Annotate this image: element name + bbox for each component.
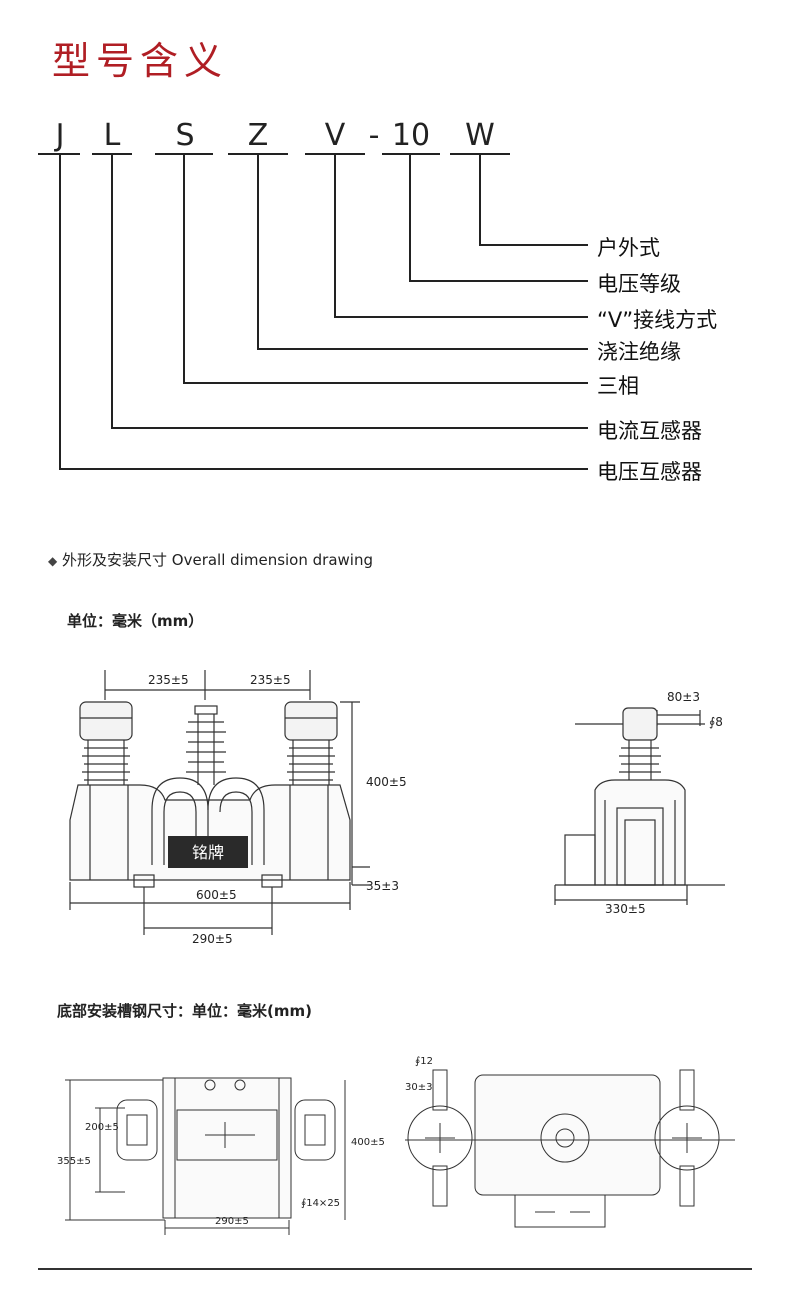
nameplate-label: 铭牌 <box>192 843 224 862</box>
dim-290-base: 290±5 <box>215 1216 249 1227</box>
code-char-10: 10 <box>391 118 431 153</box>
code-char-s: S <box>175 118 195 153</box>
base-mounting-title: 底部安装槽钢尺寸：单位：毫米(mm) <box>57 1002 312 1020</box>
overall-dimension-heading: ◆ 外形及安装尺寸 Overall dimension drawing <box>48 549 373 570</box>
model-code-leader-lines <box>38 153 588 470</box>
code-char-w: W <box>465 118 495 153</box>
dim-400-base: 400±5 <box>351 1137 385 1148</box>
meaning-current-transformer: 电流互感器 <box>597 419 702 443</box>
page-title: 型号含义 <box>52 39 229 83</box>
dim-phi-12: ∮12 <box>415 1056 433 1067</box>
meaning-cast-insulation: 浇注绝缘 <box>597 340 681 364</box>
dim-400: 400±5 <box>366 775 407 789</box>
dim-235-right: 235±5 <box>250 673 291 687</box>
meaning-voltage-transformer: 电压互感器 <box>597 460 702 484</box>
code-char-j: J <box>55 118 65 153</box>
meaning-outdoor: 户外式 <box>597 236 660 260</box>
code-char-v: V <box>324 118 346 153</box>
meaning-v-connection: “V”接线方式 <box>597 308 718 332</box>
meaning-three-phase: 三相 <box>597 374 639 398</box>
code-char-z: Z <box>247 118 269 153</box>
dim-200: 200±5 <box>85 1122 119 1133</box>
meaning-voltage-level: 电压等级 <box>597 272 681 296</box>
code-char-l: L <box>103 118 121 153</box>
overall-dimension-title: 外形及安装尺寸 Overall dimension drawing <box>62 551 373 569</box>
front-view-drawing: 铭牌 235±5 235±5 400±5 35±3 600±5 290±5 <box>69 670 407 946</box>
base-plan-right-drawing: ∮12 30±3 <box>405 1056 735 1228</box>
dim-35: 35±3 <box>366 879 399 893</box>
dim-330: 330±5 <box>605 902 646 916</box>
nameplate-plate <box>168 836 248 868</box>
dim-30: 30±3 <box>405 1082 432 1093</box>
dim-phi-8: ∮8 <box>709 715 723 729</box>
dim-slot-14x25: ∮14×25 <box>301 1198 340 1209</box>
base-plan-left-drawing: 200±5 355±5 400±5 290±5 ∮14×25 <box>57 1077 385 1235</box>
dim-600: 600±5 <box>196 888 237 902</box>
overall-unit-label: 单位：毫米（mm） <box>67 612 204 630</box>
side-view-drawing: 80±3 ∮8 330±5 <box>554 690 725 916</box>
bottom-divider <box>38 1268 752 1270</box>
dim-235-left: 235±5 <box>148 673 189 687</box>
dim-355: 355±5 <box>57 1156 91 1167</box>
diamond-bullet-icon: ◆ <box>48 554 58 568</box>
dim-290: 290±5 <box>192 932 233 946</box>
code-char-dash: - <box>368 118 380 153</box>
dim-80: 80±3 <box>667 690 700 704</box>
